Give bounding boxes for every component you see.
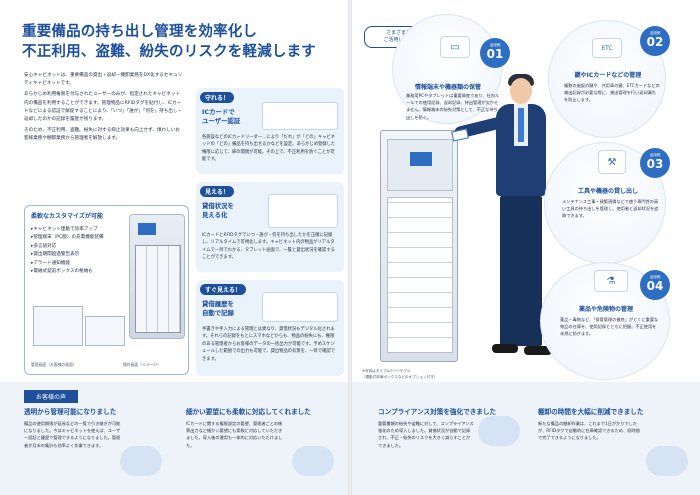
feature-item: キャビネット連動で効率アップ bbox=[31, 226, 121, 234]
case-text-03: メンテナンス工事・建築現場などで使う専門性の高い工具の持ち出しを管理し、使用者と… bbox=[562, 199, 659, 219]
admin-screen-image bbox=[33, 306, 83, 346]
customer-illustration bbox=[292, 446, 334, 476]
page-headline: 重要備品の持ち出し管理を効率化し 不正利用、盗難、紛失のリスクを軽減します bbox=[22, 22, 342, 62]
etc-card-icon: ETC bbox=[592, 38, 622, 58]
bubble-text: ICカードとRFIDタグでいつ・誰が・何を持ち出したかを正確に記録し、リアルタイ… bbox=[202, 233, 335, 261]
case-badge-number: 01 bbox=[486, 47, 504, 61]
person-tie bbox=[518, 108, 524, 142]
person-shoe bbox=[492, 344, 518, 353]
case-text-04: 薬品・毒物など、「保管管理の徹底」がとくに重要な物品の在庫を、使用記録とともに把… bbox=[560, 317, 659, 337]
feature-bubble-visible: 見える！ 貸借状況を 見える化 ICカードとRFIDタグでいつ・誰が・何を持ち出… bbox=[196, 182, 344, 272]
cabinet-photo bbox=[129, 214, 185, 339]
voice-text: 備品の使用期限が延長などの一覧で引き継ぎが可能になりました。今はキャビネットを使… bbox=[24, 421, 121, 448]
customer-illustration bbox=[646, 446, 688, 476]
page-gutter bbox=[348, 0, 352, 495]
voice-text: 重要書類の紛失や盗難に対して、コンプライアンス強化のため導入しました。貸借状況が… bbox=[378, 421, 474, 448]
case-badge-label: 活用例 bbox=[649, 31, 661, 35]
feature-item: 多言語対応 bbox=[31, 243, 121, 251]
voice-heading: コンプライアンス対策を強化できました bbox=[378, 408, 497, 416]
feature-bubble-protect: 守れる！ ICカードで ユーザー認証 各施設などのICカードリーダー…により「だ… bbox=[196, 88, 344, 174]
businessman-illustration bbox=[453, 70, 560, 370]
bubble-heading: ICカードで ユーザー認証 bbox=[202, 108, 241, 125]
person-shoe bbox=[524, 346, 552, 355]
intro-paragraph: 安心キャビネットは、重要備品の貸出・返却・棚卸業務をDX化するセキュリティキャビ… bbox=[24, 73, 183, 87]
case-text-01: 業務用PCやタブレットは重要資産であり、社内ルールでの使用記録、返却記録、持出管… bbox=[406, 93, 500, 120]
bubble-title: 守れる！ bbox=[200, 92, 235, 103]
case-badge-number: 03 bbox=[646, 157, 664, 171]
case-badge-04: 活用例 04 bbox=[640, 270, 670, 300]
status-screen-illustration bbox=[268, 194, 338, 228]
voice-text: 新たな備品の棚卸作業は、これまで1日がかりでしたが、RFIDタグで自動的に在庫確… bbox=[538, 421, 640, 441]
cabinet-screen bbox=[138, 223, 156, 235]
history-illustration bbox=[262, 292, 338, 322]
product-caption-line: ※写真はタイプAパーツモデル bbox=[362, 369, 411, 373]
medicine-icon: ⚗ bbox=[594, 270, 628, 292]
person-legs bbox=[500, 196, 542, 346]
auth-illustration bbox=[262, 102, 338, 130]
laptop-icon: ▭ bbox=[440, 36, 470, 58]
customer-voices-band: お客様の声 透明から管理可能になりました 備品の使用期限が延長などの一覧で引き継… bbox=[0, 382, 348, 495]
bubble-text: 手書きや手入力による管理とは異なり、貸借状況もデジタル化されます。それらの記録を… bbox=[202, 327, 336, 362]
feature-item: 貸出期間超過警告表示 bbox=[31, 251, 121, 259]
case-badge-01: 活用例 01 bbox=[480, 38, 510, 68]
customer-voices-label: お客様の声 bbox=[24, 390, 79, 403]
bubble-title: すぐ見える！ bbox=[200, 284, 246, 295]
case-heading-01: 情報端末や機器類の保管 bbox=[414, 84, 481, 91]
operation-screen-image bbox=[85, 316, 125, 346]
product-cabinet-image bbox=[380, 130, 458, 362]
case-badge-number: 02 bbox=[646, 35, 664, 49]
person-head bbox=[510, 78, 532, 104]
left-page: 重要備品の持ち出し管理を効率化し 不正利用、盗難、紛失のリスクを軽減します 安心… bbox=[0, 0, 348, 495]
customization-box: 柔軟なカスタマイズが可能 キャビネット連動で効率アップ 管理端末（PC版）の充電… bbox=[24, 205, 189, 375]
feature-item: 管理端末（PC版）の充電機能装備 bbox=[31, 234, 121, 242]
customer-voices-band-right: コンプライアンス対策を強化できました 重要書類の紛失や盗難に対して、コンプライア… bbox=[352, 382, 700, 495]
right-page: さまざまな分野で ご活用いただけます ※写真はタイプAパーツモデル （電動式前扉… bbox=[352, 0, 700, 495]
operation-screen-caption: 操作画面（イメージ） bbox=[123, 362, 161, 367]
intro-paragraph: あらかじめ利用権限を付与されたユーザーのみが、指定されたキャビネット内の備品を利… bbox=[24, 92, 183, 123]
customer-voice-4: 棚卸の時間を大幅に削減できました 新たな備品の棚卸作業は、これまで1日がかりでし… bbox=[538, 406, 683, 442]
voice-heading: 細かい要望にも柔軟に対応してくれました bbox=[186, 408, 311, 416]
customer-illustration bbox=[120, 446, 162, 476]
cabinet-slots bbox=[387, 197, 453, 353]
customer-voice-2: 細かい要望にも柔軟に対応してくれました ICカードに関する権限設定の要望、管理者… bbox=[186, 406, 331, 449]
ic-card-icon bbox=[451, 128, 469, 142]
bubble-heading: 貸借状況を 見える化 bbox=[202, 202, 234, 219]
feature-item: アラート通知機能 bbox=[31, 260, 121, 268]
case-heading-02: 鍵やICカードなどの管理 bbox=[574, 72, 642, 79]
customer-illustration bbox=[478, 416, 520, 446]
bubble-heading: 貸借履歴を 自動で記録 bbox=[202, 300, 234, 317]
bubble-title: 見える！ bbox=[200, 186, 234, 197]
customer-voice-3: コンプライアンス対策を強化できました 重要書類の紛失や盗難に対して、コンプライア… bbox=[378, 406, 523, 449]
case-badge-label: 活用例 bbox=[649, 275, 661, 279]
drill-icon: ⚒ bbox=[598, 150, 626, 174]
case-badge-label: 活用例 bbox=[489, 43, 501, 47]
cabinet-lcd bbox=[410, 152, 432, 166]
feature-item: 電磁式錠前ボックスの格納も bbox=[31, 268, 121, 276]
voice-heading: 棚卸の時間を大幅に削減できました bbox=[538, 408, 644, 416]
headline-line-2: 不正利用、盗難、紛失のリスクを軽減します bbox=[22, 44, 316, 60]
case-badge-label: 活用例 bbox=[649, 153, 661, 157]
case-text-02: 複数の施設の鍵や、共用車の鍵、ETCカードなどの貸出記録が必要な際に、貸出管理を… bbox=[564, 83, 660, 103]
product-caption-line: （電動式前扉ボックスなどのオプション付き） bbox=[362, 375, 438, 379]
customization-title: 柔軟なカスタマイズが可能 bbox=[31, 213, 103, 220]
product-caption: ※写真はタイプAパーツモデル （電動式前扉ボックスなどのオプション付き） bbox=[362, 368, 482, 380]
cabinet-door bbox=[135, 245, 181, 333]
feature-list: キャビネット連動で効率アップ 管理端末（PC版）の充電機能装備 多言語対応 貸出… bbox=[31, 226, 121, 276]
case-badge-03: 活用例 03 bbox=[640, 148, 670, 178]
case-circle-01 bbox=[392, 14, 502, 124]
customer-voice-1: 透明から管理可能になりました 備品の使用期限が延長などの一覧で引き継ぎが可能にな… bbox=[24, 406, 169, 449]
voice-text: ICカードに関する権限設定の要望、管理者ごとの帳票出力など細かい要望にも柔軟に対… bbox=[186, 421, 283, 448]
headline-line-1: 重要備品の持ち出し管理を効率化し bbox=[22, 24, 258, 40]
case-badge-number: 04 bbox=[646, 279, 664, 293]
case-heading-03: 工具や機器の貸し出し bbox=[577, 188, 638, 195]
cabinet-control-panel bbox=[387, 139, 453, 191]
bubble-text: 各施設などのICカードリーダー…により「だれ」が「どの」キャビネットの「どの」備… bbox=[202, 135, 336, 163]
case-heading-04: 薬品や危険物の管理 bbox=[578, 306, 633, 313]
voice-heading: 透明から管理可能になりました bbox=[24, 408, 117, 416]
admin-screen-caption: 管理画面（お客様の画面） bbox=[31, 362, 77, 367]
case-badge-02: 活用例 02 bbox=[640, 26, 670, 56]
intro-text: 安心キャビネットは、重要備品の貸出・返却・棚卸業務をDX化するセキュリティキャビ… bbox=[24, 72, 184, 147]
feature-bubble-record: すぐ見える！ 貸借履歴を 自動で記録 手書きや手入力による管理とは異なり、貸借状… bbox=[196, 280, 344, 376]
intro-paragraph: そのため、不正利用、盗難、紛失に対する抑止効果も向上せず、煩わしいお客様業務や棚… bbox=[24, 128, 180, 142]
